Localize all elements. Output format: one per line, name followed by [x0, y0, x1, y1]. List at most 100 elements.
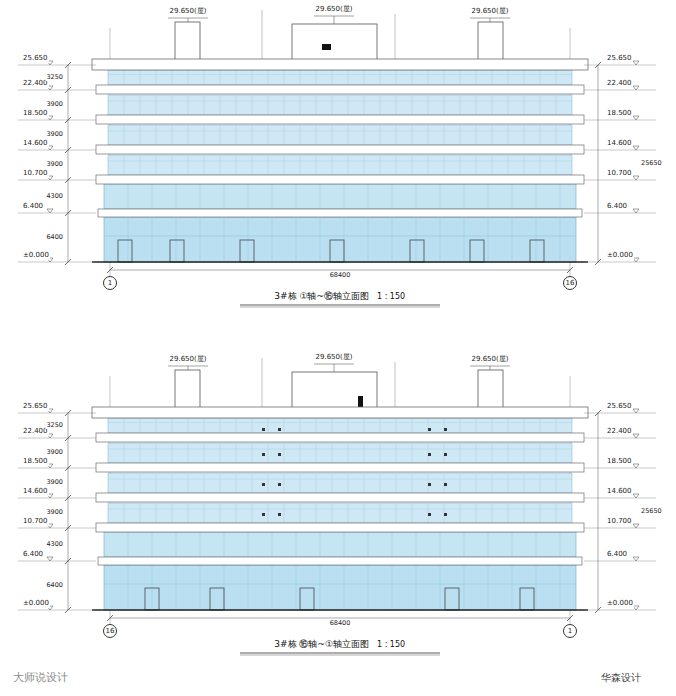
dimension-tick [595, 62, 601, 68]
mullion [172, 473, 173, 493]
mullion [156, 155, 157, 175]
mullion [284, 95, 285, 115]
door [210, 588, 224, 610]
mullion [188, 155, 189, 175]
mullion [172, 503, 173, 523]
mullion [124, 70, 125, 85]
mullion [440, 217, 441, 262]
mullion [272, 184, 273, 209]
ground-line [92, 261, 588, 262]
mullion [344, 532, 345, 557]
wall-fixture [262, 483, 265, 486]
mullion [492, 503, 493, 523]
leader-line [188, 18, 189, 22]
mullion [460, 503, 461, 523]
mullion [268, 418, 269, 433]
annotation-text: 25.650 [606, 55, 633, 63]
mullion [252, 125, 253, 145]
mullion [540, 155, 541, 175]
roof-structure [175, 370, 200, 410]
mullion [188, 418, 189, 433]
roof-structure [292, 24, 377, 62]
dimension-line [68, 65, 69, 262]
mullion [140, 418, 141, 433]
annotation-text: 18.500 [606, 110, 633, 118]
mullion [348, 418, 349, 433]
mullion [440, 565, 441, 610]
level-line [584, 438, 656, 439]
annotation-text: 29.650(屋) [315, 354, 354, 362]
level-line [18, 90, 96, 91]
mullion [252, 473, 253, 493]
mullion [560, 565, 561, 610]
annotation-text: 10.700 [22, 518, 49, 526]
level-line [18, 262, 96, 263]
transom [108, 509, 572, 510]
mullion [200, 565, 201, 610]
annotation-text: 18.500 [22, 110, 49, 118]
mullion [220, 443, 221, 463]
floor-slab [96, 175, 584, 184]
mullion [236, 503, 237, 523]
wall-fixture [428, 483, 431, 486]
level-mark [633, 61, 639, 65]
leader-line [262, 10, 263, 62]
floor-slab [96, 115, 584, 124]
mullion [152, 532, 153, 557]
floor-slab [96, 493, 584, 502]
mullion [344, 565, 345, 610]
mullion [396, 503, 397, 523]
dimension-tick [65, 558, 71, 564]
mullion [204, 125, 205, 145]
mullion [316, 95, 317, 115]
level-mark [47, 557, 53, 561]
mullion [204, 95, 205, 115]
mullion [396, 125, 397, 145]
mullion [156, 443, 157, 463]
mullion [300, 418, 301, 433]
door [445, 588, 459, 610]
dimension-tick [65, 495, 71, 501]
wall-fixture [444, 453, 447, 456]
mullion [368, 184, 369, 209]
axis-bubble: 16 [563, 276, 577, 290]
floor-slab [96, 523, 584, 532]
mullion [332, 70, 333, 85]
mullion [224, 184, 225, 209]
annotation-text: 22.400 [606, 80, 633, 88]
annotation-text: 10.700 [22, 170, 49, 178]
dimension-tick [567, 267, 573, 273]
dimension-tick [65, 525, 71, 531]
mullion [364, 95, 365, 115]
mullion [392, 217, 393, 262]
mullion [488, 532, 489, 557]
level-mark [633, 146, 639, 150]
mullion [476, 418, 477, 433]
mullion [140, 125, 141, 145]
dimension-line [598, 413, 599, 610]
mullion [156, 95, 157, 115]
mullion [348, 443, 349, 463]
mullion [464, 565, 465, 610]
annotation-text: 3900 [45, 449, 64, 456]
mullion [204, 443, 205, 463]
mullion [348, 70, 349, 85]
mullion [412, 418, 413, 433]
level-line [584, 413, 656, 414]
mullion [364, 125, 365, 145]
mullion [188, 443, 189, 463]
mullion [428, 155, 429, 175]
wall-fixture [428, 453, 431, 456]
annotation-text: 6.400 [22, 551, 44, 559]
glass-curtain-wall [108, 473, 572, 493]
glass-curtain-wall [108, 418, 572, 433]
level-line [18, 150, 96, 151]
mullion [268, 473, 269, 493]
mullion [188, 503, 189, 523]
mullion [412, 125, 413, 145]
mullion [364, 70, 365, 85]
mullion [224, 532, 225, 557]
mullion [156, 473, 157, 493]
mullion [316, 155, 317, 175]
axis-bubble: 16 [103, 624, 117, 638]
